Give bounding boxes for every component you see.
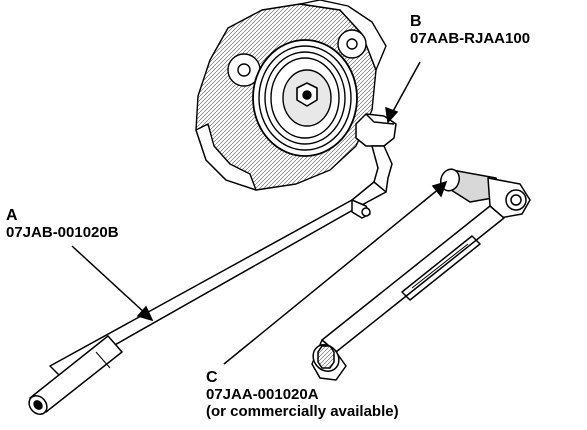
long-handle-tool [28, 199, 371, 415]
engine-upper-bracket [299, 0, 387, 71]
crankshaft-pulley-bolt-center [302, 90, 312, 100]
callout-c-note: (or commercially available) [206, 403, 399, 420]
handle-pin-head [361, 207, 371, 217]
leader-b [385, 61, 421, 124]
callout-b-letter: B [410, 13, 422, 30]
wrench-body [321, 205, 505, 353]
callout-c-part-number: 07JAA-001020A [206, 386, 319, 403]
crankshaft-pulley-groove-2 [264, 51, 346, 145]
callout-a-letter: A [6, 207, 18, 224]
engine-assembly [195, 0, 387, 191]
wrench-socket-teeth [317, 345, 335, 369]
leader-a [71, 245, 154, 322]
callout-c-letter: C [206, 369, 218, 386]
callout-b: B 07AAB-RJAA100 [410, 13, 530, 47]
wrench-grip-slot [411, 243, 469, 289]
wrench-head-ring-inner [510, 194, 522, 206]
crankshaft-pulley-groove-3 [270, 57, 340, 139]
leader-lines [71, 61, 448, 365]
wrench-grip-window [401, 235, 481, 301]
pulley-holder-attachment [351, 113, 397, 207]
engine-lower-cover [195, 123, 257, 191]
handle-end-hole [33, 400, 43, 410]
idler-pulley-hub [237, 63, 251, 77]
tensioner-pulley-hub [346, 38, 358, 50]
callout-a-part-number: 07JAB-001020B [6, 224, 119, 241]
leader-c [223, 180, 448, 365]
callout-c: C 07JAA-001020A (or commercially availab… [206, 369, 399, 420]
crankshaft-pulley-groove-1 [258, 45, 352, 151]
callout-b-part-number: 07AAB-RJAA100 [410, 30, 531, 47]
wrench-tool [311, 168, 531, 381]
holder-socket [355, 113, 397, 147]
grip-line [95, 351, 111, 369]
holder-socket-top [365, 113, 395, 125]
callout-a: A 07JAB-001020B [6, 207, 119, 241]
